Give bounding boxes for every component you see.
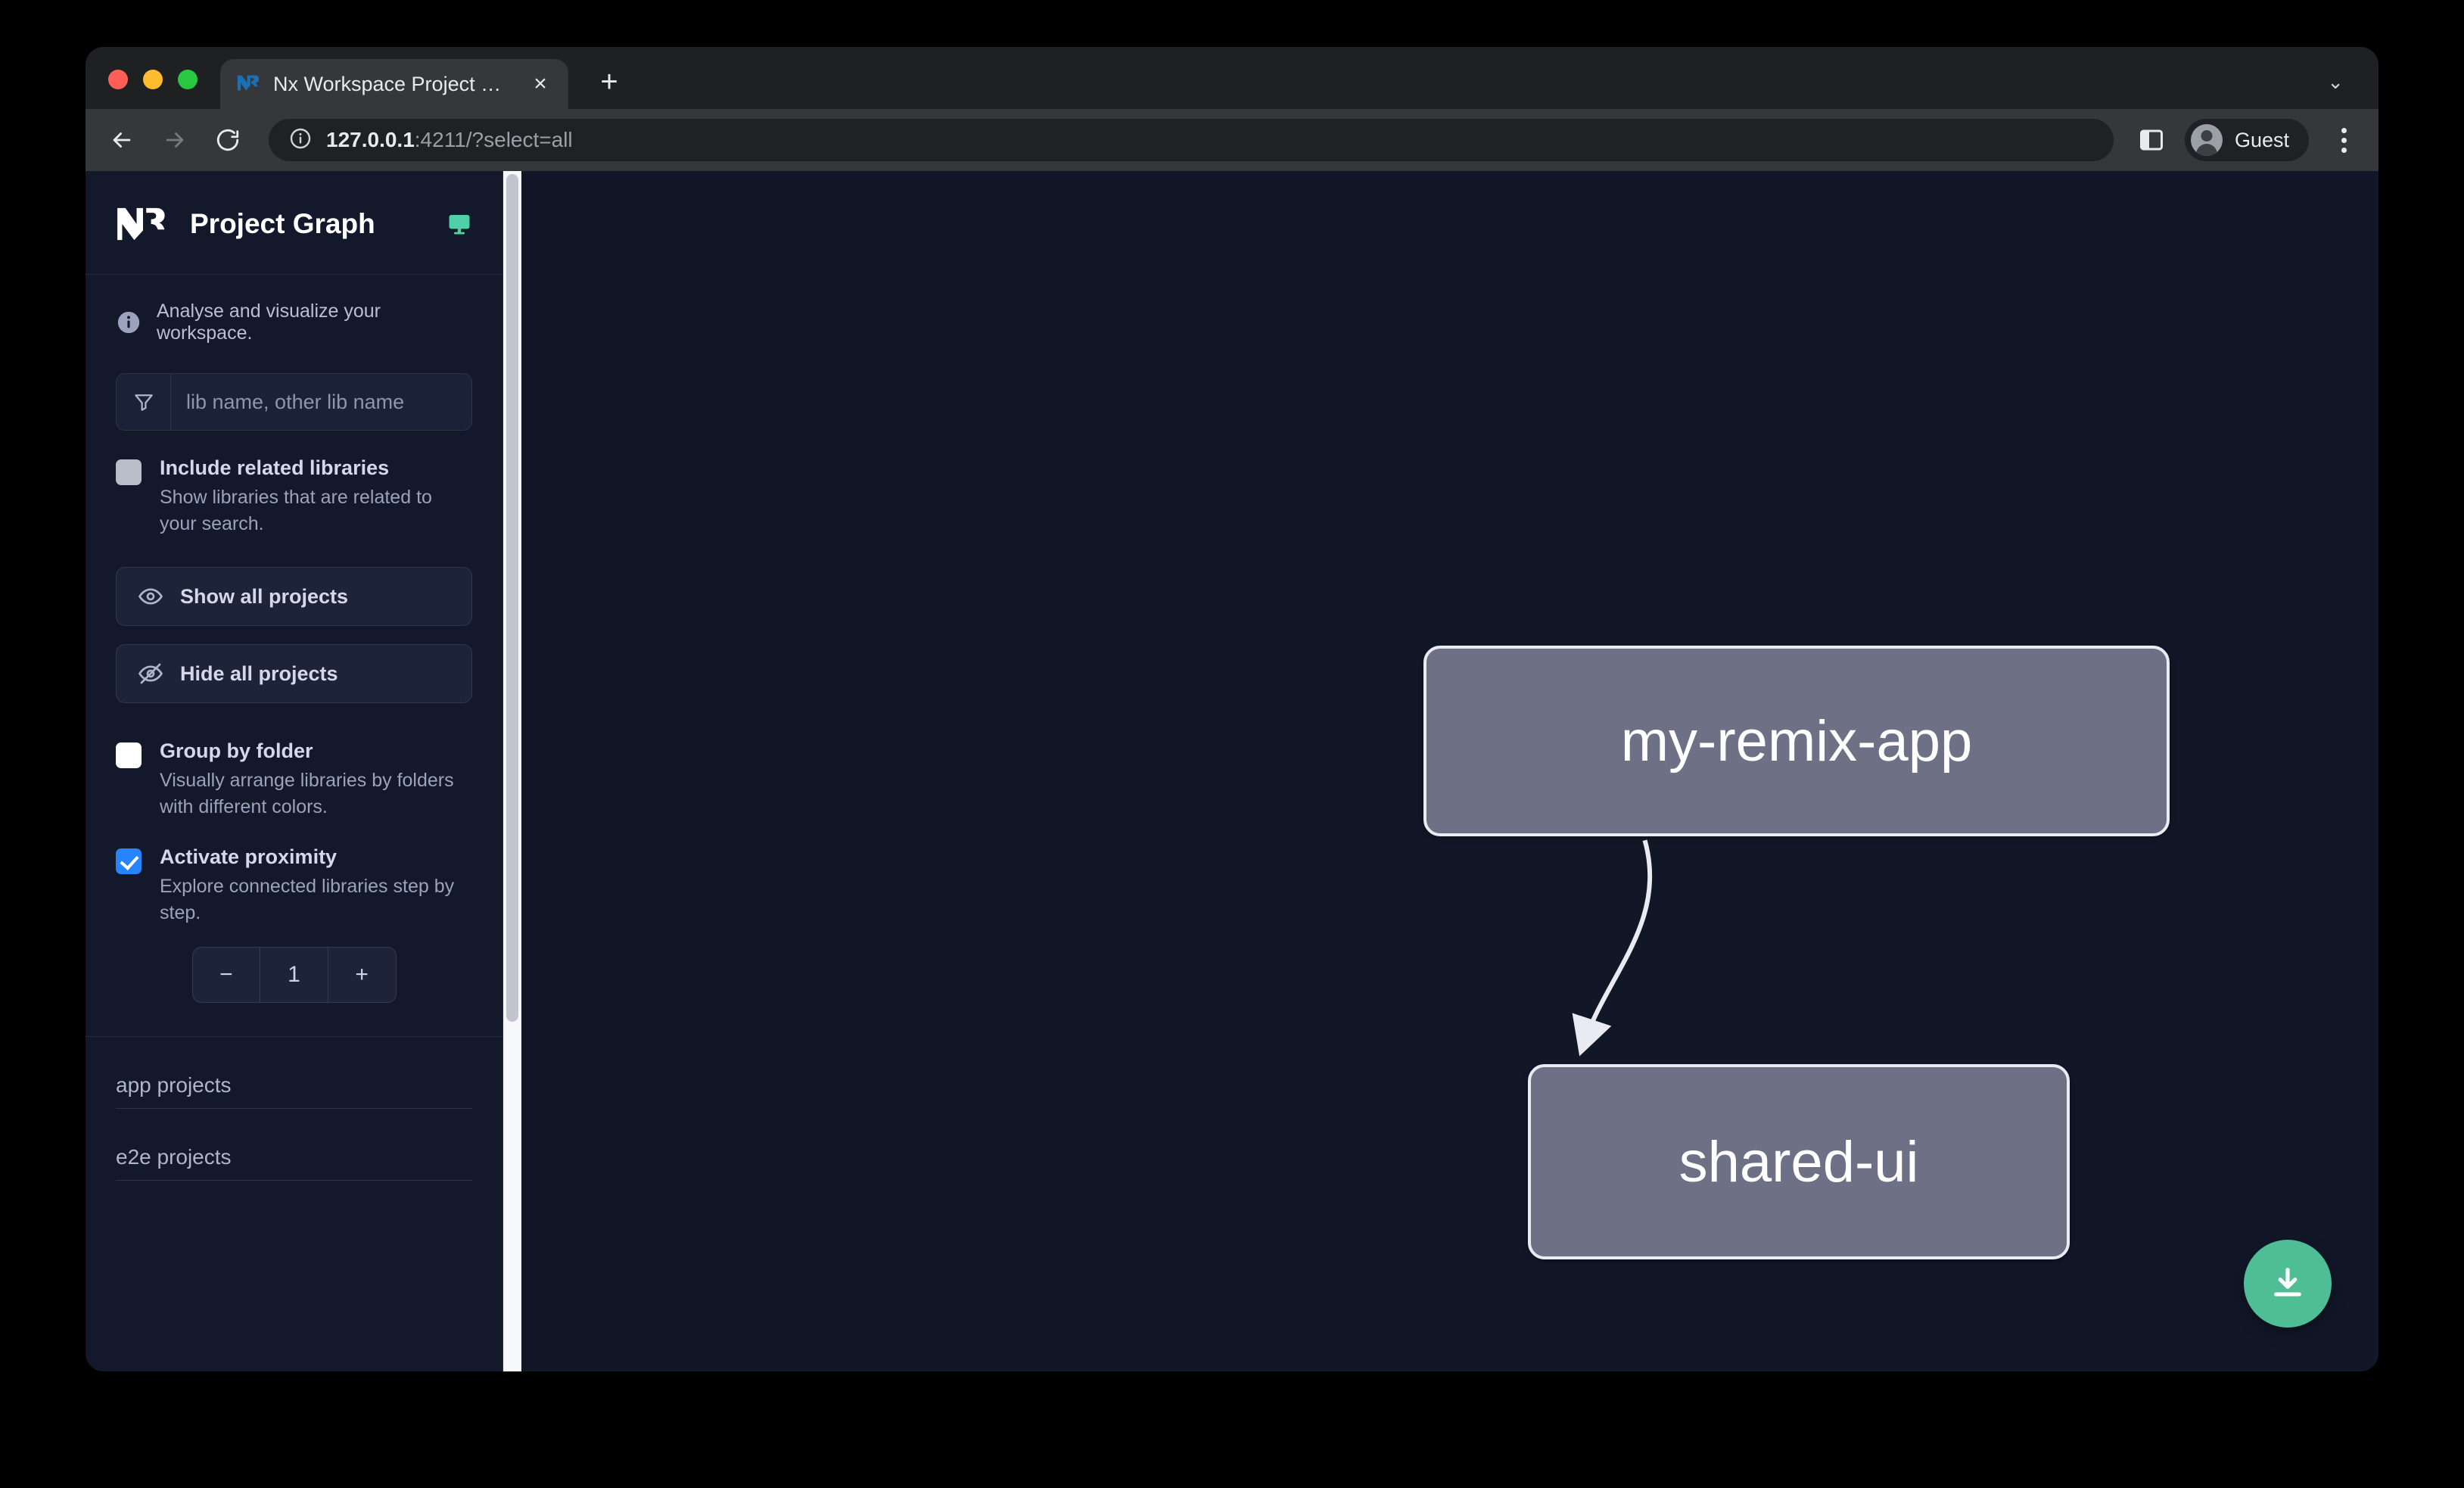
filter-input[interactable]	[171, 390, 471, 414]
option-label: Activate proximity	[160, 845, 338, 868]
project-sections: app projects e2e projects	[86, 1037, 502, 1181]
option-label: Include related libraries	[160, 456, 390, 479]
checkbox-group-by-folder[interactable]	[116, 742, 142, 768]
edge-my-remix-app-to-shared-ui	[1572, 839, 1653, 1057]
node-label: my-remix-app	[1620, 708, 1973, 774]
address-bar[interactable]: 127.0.0.1:4211/?select=all	[269, 119, 2114, 161]
checkbox-activate-proximity[interactable]	[116, 848, 142, 874]
visibility-buttons: Show all projects Hide all projects	[86, 537, 502, 721]
url-path: :4211/?select=all	[414, 128, 573, 151]
filter-box[interactable]	[116, 373, 472, 431]
nx-logo-icon	[116, 204, 170, 244]
info-circle-icon[interactable]	[288, 126, 313, 154]
chevron-down-icon[interactable]: ⌄	[2327, 70, 2344, 93]
option-description: Explore connected libraries step by step…	[160, 876, 455, 923]
new-tab-button[interactable]: +	[600, 65, 618, 98]
proximity-stepper: − 1 +	[191, 947, 397, 1003]
eye-slash-icon	[138, 663, 163, 684]
page-title: Project Graph	[190, 208, 375, 239]
reload-icon[interactable]	[211, 123, 244, 157]
close-window-button[interactable]	[108, 70, 128, 89]
option-activate-proximity: Activate proximity Explore connected lib…	[86, 820, 502, 1003]
node-label: shared-ui	[1678, 1129, 1919, 1194]
url-host: 127.0.0.1	[326, 128, 415, 151]
project-graph-canvas[interactable]: my-remix-app shared-ui	[521, 171, 2378, 1371]
kebab-menu-icon[interactable]	[2329, 127, 2359, 153]
scrollbar-thumb[interactable]	[506, 174, 518, 1022]
show-all-projects-button[interactable]: Show all projects	[116, 567, 472, 626]
section-app-projects[interactable]: app projects	[116, 1037, 472, 1109]
browser-tab[interactable]: Nx Workspace Project Graph ×	[220, 59, 568, 109]
minimize-window-button[interactable]	[143, 70, 163, 89]
profile-chip[interactable]: Guest	[2184, 119, 2309, 161]
hide-all-projects-button[interactable]: Hide all projects	[116, 644, 472, 703]
option-description: Visually arrange libraries by folders wi…	[160, 770, 454, 817]
tab-title: Nx Workspace Project Graph	[273, 72, 515, 95]
option-label: Group by folder	[160, 739, 313, 762]
option-description: Show libraries that are related to your …	[160, 487, 432, 534]
download-graph-button[interactable]	[2244, 1240, 2332, 1328]
info-icon	[116, 310, 142, 335]
page-content: Project Graph Analyse and visualize your…	[86, 171, 2378, 1371]
arrow-left-icon[interactable]	[105, 123, 138, 157]
sidebar-scrollbar[interactable]	[503, 171, 521, 1371]
nx-logo-icon	[235, 71, 261, 97]
browser-window: Nx Workspace Project Graph × + ⌄ 127.0.0…	[86, 47, 2378, 1371]
button-label: Hide all projects	[180, 662, 338, 685]
sidebar-header: Project Graph	[86, 171, 502, 275]
filter-funnel-icon	[117, 374, 171, 430]
option-group-by-folder: Group by folder Visually arrange librari…	[86, 721, 502, 820]
checkbox-row[interactable]: Include related libraries Show libraries…	[116, 456, 472, 537]
address-bar-text: 127.0.0.1:4211/?select=all	[326, 128, 573, 152]
side-panel-icon[interactable]	[2138, 126, 2165, 154]
monitor-icon[interactable]	[446, 211, 472, 237]
checkbox-row[interactable]: Activate proximity Explore connected lib…	[116, 845, 472, 926]
close-tab-button[interactable]: ×	[534, 71, 547, 96]
arrow-right-icon[interactable]	[158, 123, 191, 157]
checkbox-row[interactable]: Group by folder Visually arrange librari…	[116, 739, 472, 820]
eye-icon	[138, 588, 163, 605]
download-icon	[2274, 1267, 2301, 1297]
tab-strip: Nx Workspace Project Graph × + ⌄	[86, 47, 2378, 109]
stepper-value: 1	[260, 948, 328, 1002]
maximize-window-button[interactable]	[178, 70, 198, 89]
profile-label: Guest	[2234, 128, 2289, 151]
divider	[86, 1036, 502, 1037]
browser-toolbar: 127.0.0.1:4211/?select=all Guest	[86, 109, 2378, 171]
sidebar-info-text: Analyse and visualize your workspace.	[157, 300, 381, 344]
stepper-decrement-button[interactable]: −	[219, 962, 233, 987]
option-include-related-libraries: Include related libraries Show libraries…	[86, 431, 502, 537]
window-controls	[108, 70, 220, 109]
graph-node-shared-ui[interactable]: shared-ui	[1528, 1064, 2070, 1259]
filter-section	[86, 367, 502, 431]
checkbox-include-related-libraries[interactable]	[116, 459, 142, 485]
section-e2e-projects[interactable]: e2e projects	[116, 1109, 472, 1181]
sidebar-info: Analyse and visualize your workspace.	[86, 275, 502, 367]
graph-edges	[1572, 839, 1653, 1057]
graph-node-my-remix-app[interactable]: my-remix-app	[1423, 646, 2170, 836]
stepper-increment-button[interactable]: +	[327, 948, 396, 1002]
avatar	[2190, 124, 2223, 156]
sidebar: Project Graph Analyse and visualize your…	[86, 171, 503, 1371]
button-label: Show all projects	[180, 584, 349, 608]
